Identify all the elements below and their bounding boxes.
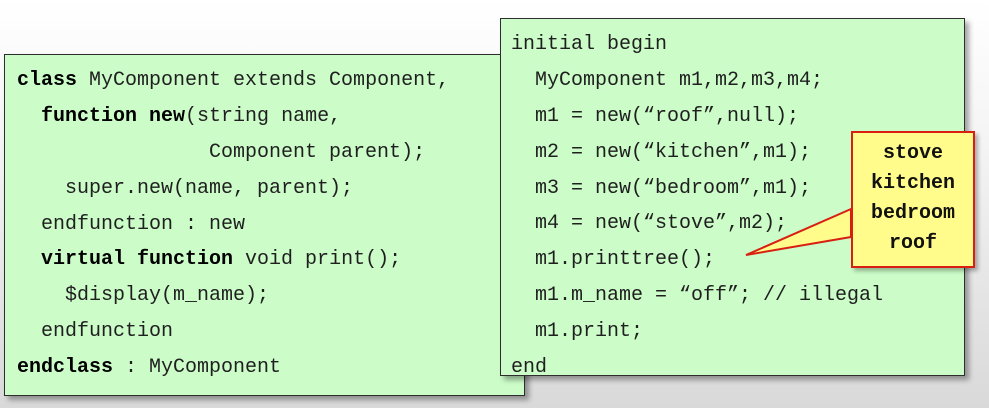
keyword: endclass bbox=[17, 356, 114, 380]
code-line: super.new(name, parent); bbox=[65, 176, 354, 200]
keyword: virtual function bbox=[41, 248, 234, 272]
code-line-printtree: m1.printtree(); bbox=[511, 248, 716, 272]
code-line: m1.print; bbox=[511, 320, 644, 344]
code-line: class MyComponent extends Component, bbox=[17, 69, 450, 92]
class-definition-code-box: class MyComponent extends Component, fun… bbox=[4, 54, 525, 396]
code-line: endfunction : new bbox=[41, 212, 246, 236]
callout-line: stove bbox=[882, 142, 943, 165]
printtree-output-callout: stove kitchen bedroom roof bbox=[851, 131, 975, 268]
code-line: m1 = new(“roof”,null); bbox=[511, 104, 800, 128]
code-line: function new(string name, bbox=[41, 104, 342, 128]
keyword: class bbox=[17, 69, 78, 92]
code-line: m1.m_name = “off”; // illegal bbox=[511, 284, 884, 308]
code-line: m4 = new(“stove”,m2); bbox=[511, 212, 788, 236]
code-line: initial begin bbox=[511, 33, 668, 56]
keyword: function new bbox=[41, 104, 186, 128]
code-line: m3 = new(“bedroom”,m1); bbox=[511, 176, 812, 200]
code-line: MyComponent m1,m2,m3,m4; bbox=[511, 68, 824, 92]
code-line: end bbox=[511, 356, 548, 376]
callout-line: bedroom bbox=[870, 202, 955, 225]
code-line: m2 = new(“kitchen”,m1); bbox=[511, 140, 812, 164]
callout-line: kitchen bbox=[870, 172, 955, 195]
code-line: $display(m_name); bbox=[65, 284, 270, 308]
code-line: endfunction bbox=[41, 320, 174, 344]
code-line: Component parent); bbox=[209, 140, 426, 164]
callout-line: roof bbox=[888, 232, 937, 255]
code-line: virtual function void print(); bbox=[41, 248, 402, 272]
code-line: endclass : MyComponent bbox=[17, 356, 282, 380]
